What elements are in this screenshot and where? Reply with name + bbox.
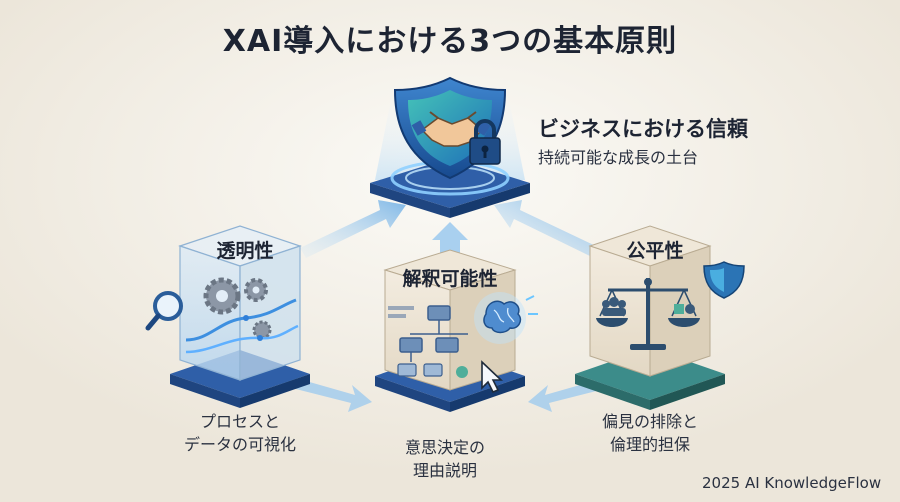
caption-line: データの可視化 <box>183 435 296 454</box>
pillar-title-fairness: 公平性 <box>626 240 684 262</box>
arrow-right-to-top <box>494 200 600 258</box>
pillar-title-interpretability: 解釈可能性 <box>402 268 498 290</box>
flowchart-icon <box>388 305 468 378</box>
trust-sublabel: 持続可能な成長の土台 <box>538 148 699 167</box>
caption-transparency: プロセスと データの可視化 <box>150 410 330 456</box>
small-shield-icon <box>703 261 745 299</box>
handshake-icon <box>411 111 491 147</box>
brain-icon <box>474 292 538 344</box>
caption-line: 偏見の排除と <box>601 412 698 431</box>
trust-platform <box>370 158 530 218</box>
cursor-icon <box>481 360 504 394</box>
people-icon <box>602 297 626 316</box>
arrow-center-to-top <box>432 222 468 262</box>
magnifier-icon <box>145 291 183 331</box>
caption-line: 意思決定の <box>404 438 485 457</box>
trust-label: ビジネスにおける信頼 <box>538 117 748 141</box>
page-title: XAI導入における3つの基本原則 <box>222 24 678 59</box>
caption-fairness: 偏見の排除と 倫理的担保 <box>570 410 730 456</box>
caption-line: 理由説明 <box>412 461 477 480</box>
caption-line: 倫理的担保 <box>609 435 690 454</box>
arrow-left-to-top <box>300 200 406 258</box>
caption-line: プロセスと <box>199 412 280 431</box>
shapes-icon <box>674 304 695 314</box>
data-flow-lines <box>185 298 299 354</box>
footer-credit: 2025 AI KnowledgeFlow <box>702 474 882 492</box>
interpretability-pillar <box>375 249 525 412</box>
pillar-title-transparency: 透明性 <box>216 240 274 262</box>
padlock-icon <box>469 119 501 165</box>
caption-interpretability: 意思決定の 理由説明 <box>355 436 535 482</box>
